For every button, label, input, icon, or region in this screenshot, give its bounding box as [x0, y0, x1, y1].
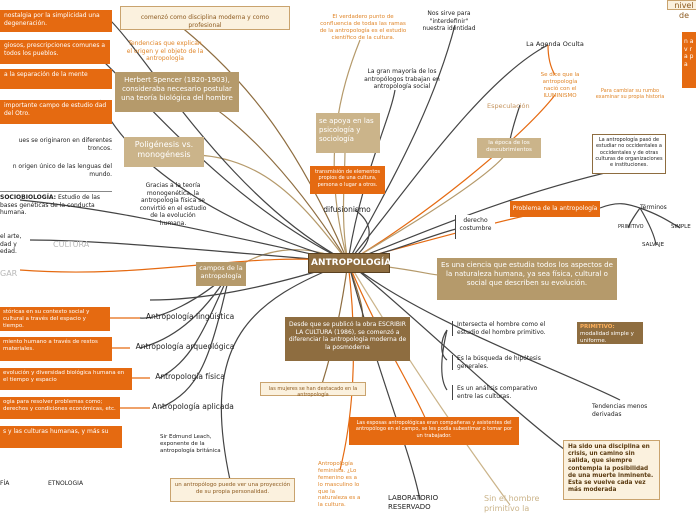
campos-node[interactable]: campos de la antropología	[196, 262, 246, 286]
antropologia-fisica[interactable]: Antropología física	[155, 372, 225, 381]
proyeccion-node[interactable]: un antropólogo puede ver una proyección …	[170, 478, 295, 502]
comenzo-disciplina-node[interactable]: comenzó como disciplina moderna y como p…	[120, 6, 290, 30]
importante-estudio-node[interactable]: importante campo de estudio dad del Otro…	[0, 100, 112, 124]
primitivo-definicion-node[interactable]: PRIMITIVO: modalidad simple y uniforme.	[577, 322, 643, 344]
sociobiologia-label: SOCIOBIOLOGÍA:	[0, 194, 57, 201]
historicas-node[interactable]: stóricas en su contexto social y cultura…	[0, 307, 110, 331]
feminista-text: Antropología feminista. ¿Lo femenino es …	[318, 461, 361, 509]
origen-unico-text: n origen único de las lenguas del mundo.	[12, 163, 112, 178]
etnologia-label: ETNOLOGIA	[48, 480, 84, 487]
analisis-text: Es un análisis comparativo entre las cul…	[452, 385, 548, 400]
simple-label: SIMPLE	[671, 224, 691, 230]
origen-religioso-node[interactable]: giosos, prescripciones comunes a todos l…	[0, 40, 110, 64]
gracias-teoria-text: Gracias a la teoría monogenética, la ant…	[139, 182, 207, 227]
gran-mayoria-text: La gran mayoría de los antropólogos trab…	[364, 68, 440, 90]
sociobiologia-node[interactable]: SOCIOBIOLOGÍA: Estudio de las bases gené…	[0, 191, 112, 217]
herbert-spencer-node[interactable]: Herbert Spencer (1820-1903), consideraba…	[115, 72, 239, 112]
problemas-node[interactable]: ogia para resolver problemas como; derec…	[0, 397, 120, 419]
separacion-node[interactable]: a la separación de la mente	[0, 69, 112, 89]
tendencias-menos-text: Tendencias menos derivadas	[592, 403, 648, 418]
cultura-label: CULTURA	[53, 240, 90, 249]
top-right-partial-node[interactable]: nivel de	[667, 0, 696, 20]
culturas-humanas-node[interactable]: s y las culturas humanas, y más su	[0, 426, 122, 448]
sin-hombre-text: Sin el hombre primitivo la	[484, 494, 540, 513]
transmision-node[interactable]: transmisión de elementos propios de una …	[310, 166, 385, 194]
etnografia-label: FÍA	[0, 480, 10, 487]
definicion-node[interactable]: Es una ciencia que estudia todos los asp…	[437, 258, 617, 300]
leach-text: Sir Edmund Leach, exponente de la antrop…	[160, 434, 221, 454]
originaron-text: ues se originaron en diferentes troncos.	[18, 137, 112, 152]
mujeres-node[interactable]: las mujeres se han destacado en la antro…	[260, 382, 366, 398]
especulacion-label: Especulación	[487, 102, 530, 110]
right-edge-partial-node[interactable]: n a v ra pa	[682, 32, 696, 88]
salvaje-label: SALVAJE	[642, 242, 665, 248]
difusionismo-label[interactable]: difusionismo	[323, 205, 371, 214]
pensamiento-node[interactable]: miento humano a través de restos materia…	[0, 337, 112, 361]
antropologia-paso-node[interactable]: La antropología pasó de estudiar no occi…	[592, 134, 666, 174]
evolucion-node[interactable]: evolución y diversidad biológica humana …	[0, 368, 132, 390]
poligenesis-node[interactable]: Poligénesis vs. monogénesis	[124, 137, 204, 167]
escribir-cultura-node[interactable]: Desde que se publicó la obra ESCRIBIR LA…	[285, 317, 410, 361]
busqueda-text: Es la búsqueda de hipótesis generales.	[452, 355, 542, 370]
intersecta-text: Intersecta el hombre como el estudio del…	[452, 321, 548, 336]
terminos-label: Términos	[640, 204, 667, 211]
se-dice-text: Se dice que la antropología nació con el…	[540, 72, 580, 99]
laboratorio-text: LABORATORIO RESERVADO	[388, 494, 439, 511]
verdadero-text: El verdadero punto de confluencia de tod…	[319, 14, 407, 41]
sirve-text: Nos sirve para "interdefinir" nuestra id…	[422, 10, 476, 32]
primitivo-label: PRIMITIVO	[618, 224, 644, 230]
center-topic[interactable]: ANTROPOLOGÍA	[308, 253, 391, 273]
antropologia-linguistica[interactable]: Antropología lingüística	[145, 312, 235, 321]
cambiar-rumbo-text: Para cambiar su rumbo examinar su propia…	[595, 88, 665, 101]
sociobiologia-text: Estudio de las bases genéticas de la con…	[0, 194, 101, 216]
antropologia-arqueologica[interactable]: Antropología arqueológica	[135, 342, 235, 351]
arte-text: el arte, dad y edad.	[0, 233, 22, 255]
lugar-label: GAR	[0, 269, 18, 278]
nostalgia-node[interactable]: nostalgia por la simplicidad una degener…	[0, 10, 112, 32]
psicologia-node[interactable]: se apoya en las psicología y sociología	[316, 113, 380, 153]
crisis-node[interactable]: Ha sido una disciplina en crisis, un cam…	[563, 440, 660, 500]
derecho-node[interactable]: derecho costumbre	[455, 215, 495, 239]
esposas-node[interactable]: Las esposas antropológicas eran compañer…	[349, 417, 519, 445]
primitivo-definicion-label: PRIMITIVO:	[580, 324, 615, 330]
agenda-oculta-label[interactable]: La Agenda Oculta	[526, 40, 584, 48]
problema-antropologia-node[interactable]: Problema de la antropología	[510, 201, 600, 217]
epoca-node[interactable]: la época de los descubrimientos	[477, 138, 541, 158]
antropologia-aplicada[interactable]: Antropología aplicada	[152, 402, 234, 411]
tendencias-text: Tendencias que explican el origen y el o…	[126, 40, 204, 62]
primitivo-definicion-text: modalidad simple y uniforme.	[580, 330, 634, 344]
